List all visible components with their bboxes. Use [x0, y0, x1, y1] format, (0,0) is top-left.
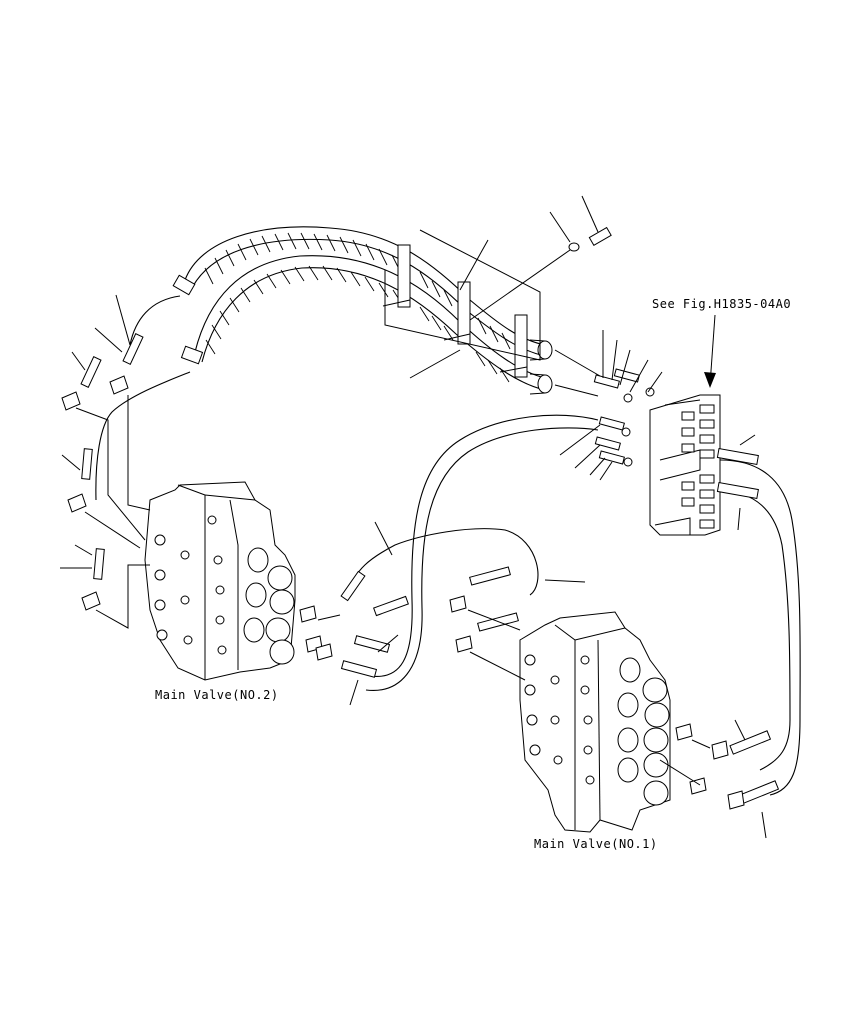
bolt-and-washer [469, 195, 612, 321]
see-fig-reference: See Fig.H1835-04A0 [652, 297, 792, 311]
left-fittings [60, 294, 191, 629]
junction-block [649, 314, 721, 536]
upper-hose-bundle [172, 226, 553, 395]
long-hoses [349, 414, 801, 796]
center-fittings [299, 521, 711, 795]
main-valve-no2-body [144, 481, 296, 681]
clamp-callout-frame [384, 229, 541, 361]
main-valve-no2-label: Main Valve(NO.2) [155, 688, 279, 702]
hose-clamps [382, 244, 528, 378]
right-end-fittings [711, 434, 780, 839]
main-valve-no1-body [519, 611, 671, 833]
junction-fittings [554, 330, 663, 481]
main-valve-no1-label: Main Valve(NO.1) [534, 837, 658, 851]
